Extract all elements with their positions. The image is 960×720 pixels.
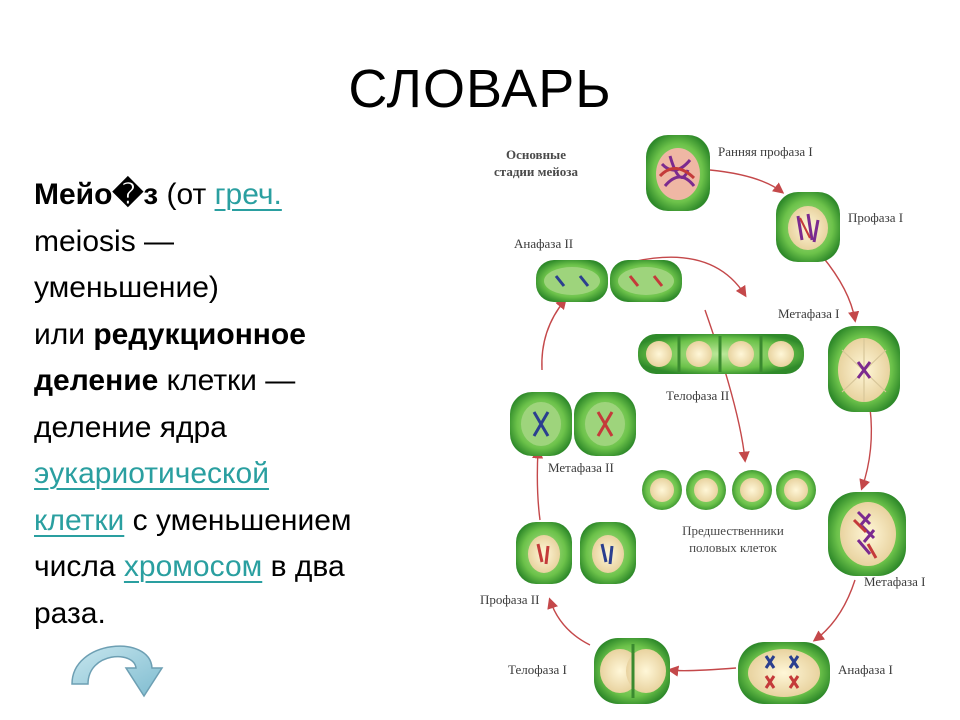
return-arrow-icon[interactable] bbox=[66, 622, 166, 700]
cell-early-prophase1 bbox=[646, 135, 710, 211]
meiosis-diagram: Основные стадии мейоза Ранняя профаза I … bbox=[470, 130, 950, 715]
cell-anaphase1 bbox=[738, 642, 830, 704]
diagram-heading: Основные стадии мейоза bbox=[494, 147, 578, 179]
cell-metaphase1-b bbox=[828, 492, 906, 576]
label-telophase1: Телофаза I bbox=[508, 662, 567, 677]
chromosomes-link[interactable]: хромосом bbox=[123, 550, 263, 583]
cells-telophase2 bbox=[638, 334, 804, 374]
cell-link[interactable]: клетки bbox=[34, 503, 125, 537]
eukaryotic-link[interactable]: эукариотической bbox=[34, 457, 269, 490]
label-metaphase1-b: Метафаза I bbox=[864, 574, 926, 589]
cell-metaphase2-a bbox=[510, 392, 572, 456]
cell-telophase1 bbox=[594, 638, 670, 704]
greek-link[interactable]: греч. bbox=[214, 178, 282, 211]
definition-text: Мейо�з (от греч. meiosis — уменьшение) и… bbox=[34, 178, 352, 630]
label-anaphase1: Анафаза I bbox=[838, 662, 893, 677]
label-metaphase1-a: Метафаза I bbox=[778, 306, 840, 321]
cell-metaphase2-b bbox=[574, 392, 636, 456]
cell-metaphase1 bbox=[828, 326, 900, 412]
label-early-prophase1: Ранняя профаза I bbox=[718, 144, 813, 159]
cells-precursors bbox=[642, 470, 816, 510]
meiosis-stages-graphic bbox=[510, 135, 906, 704]
label-prophase1: Профаза I bbox=[848, 210, 904, 225]
label-anaphase2: Анафаза II bbox=[514, 236, 574, 251]
slide-title: СЛОВАРЬ bbox=[348, 59, 612, 119]
cell-anaphase2-a bbox=[536, 260, 608, 302]
label-metaphase2: Метафаза II bbox=[548, 460, 614, 475]
label-telophase2: Телофаза II bbox=[666, 388, 730, 403]
cell-prophase2-b bbox=[580, 522, 636, 584]
cell-prophase1 bbox=[776, 192, 840, 262]
label-precursors: Предшественники половых клеток bbox=[682, 523, 784, 555]
label-prophase2: Профаза II bbox=[480, 592, 540, 607]
cell-prophase2-a bbox=[516, 522, 572, 584]
cell-anaphase2-b bbox=[610, 260, 682, 302]
term-meiosis: Мейо�з bbox=[34, 178, 159, 211]
